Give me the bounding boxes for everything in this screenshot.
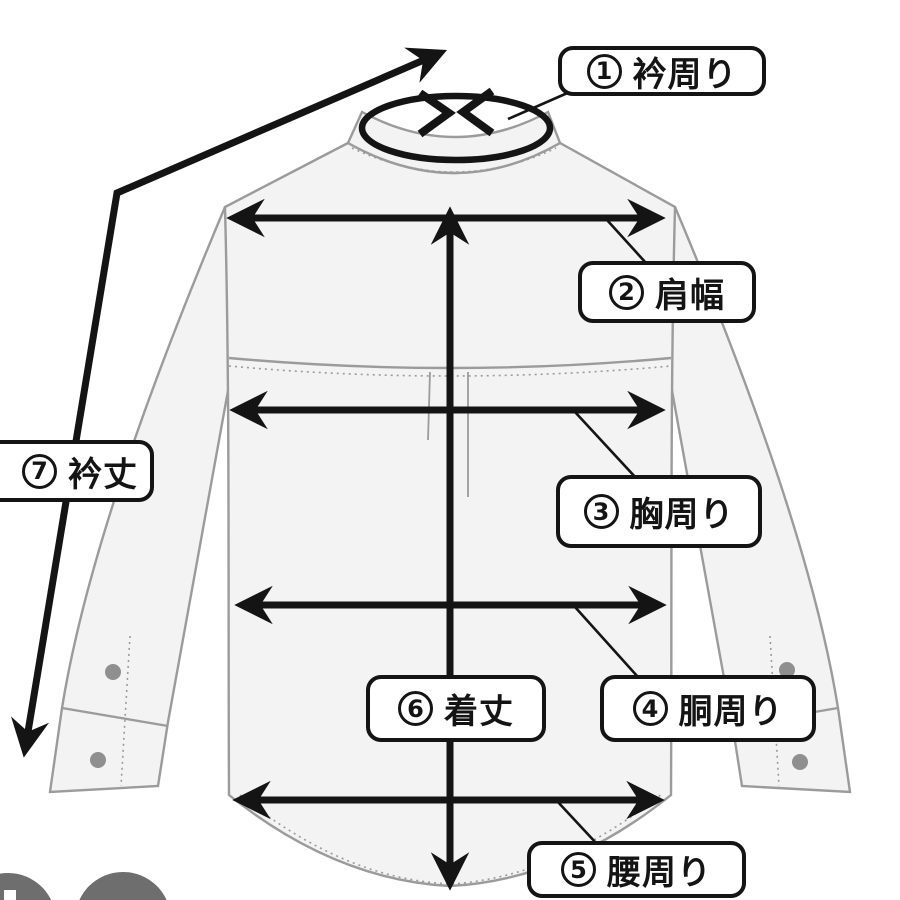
label-katahaba: 2 肩幅 xyxy=(578,261,756,323)
collar-length-diagonal-arrow xyxy=(11,47,448,758)
label-2-text: 肩幅 xyxy=(655,275,725,316)
label-4-text: 胴周り xyxy=(678,692,784,732)
label-5-number: 5 xyxy=(561,852,596,887)
label-eritake: 7 衿丈 xyxy=(0,440,154,502)
collar-arrow-right-chevron xyxy=(456,87,495,137)
leader-label-1 xyxy=(507,89,573,121)
label-3-text: 胸周り xyxy=(629,495,735,535)
right-sleeve-button xyxy=(779,662,795,678)
hem-stitch xyxy=(239,792,664,885)
label-7-number: 7 xyxy=(22,453,57,489)
right-cuff-button xyxy=(792,754,808,770)
leader-label-2 xyxy=(606,219,647,264)
label-koshimawari: 5 腰周り xyxy=(527,841,746,898)
label-5-text: 腰周り xyxy=(607,853,712,893)
pager-dot-1-icon xyxy=(4,890,16,900)
label-erimawari: 1 衿周り xyxy=(558,46,766,96)
label-4-number: 4 xyxy=(632,691,668,726)
label-munemawari: 3 胸周り xyxy=(556,475,762,548)
label-6-text: 着丈 xyxy=(444,692,514,732)
label-leader-lines xyxy=(507,89,647,845)
label-2-number: 2 xyxy=(609,274,644,310)
leader-label-3 xyxy=(574,411,638,480)
leader-label-4 xyxy=(574,606,639,678)
left-cuff-button xyxy=(90,752,106,768)
label-1-text: 衿周り xyxy=(632,54,738,95)
leader-label-5 xyxy=(556,800,598,845)
label-1-number: 1 xyxy=(586,53,622,89)
label-kitake: 6 着丈 xyxy=(366,675,546,742)
left-sleeve-button xyxy=(105,664,121,680)
right-sleeve-placket xyxy=(769,635,780,787)
label-6-number: 6 xyxy=(398,691,433,726)
label-domawari: 4 胴周り xyxy=(600,675,816,742)
label-3-number: 3 xyxy=(583,494,619,529)
label-7-text: 衿丈 xyxy=(68,454,138,495)
measurement-arrows xyxy=(11,47,667,891)
